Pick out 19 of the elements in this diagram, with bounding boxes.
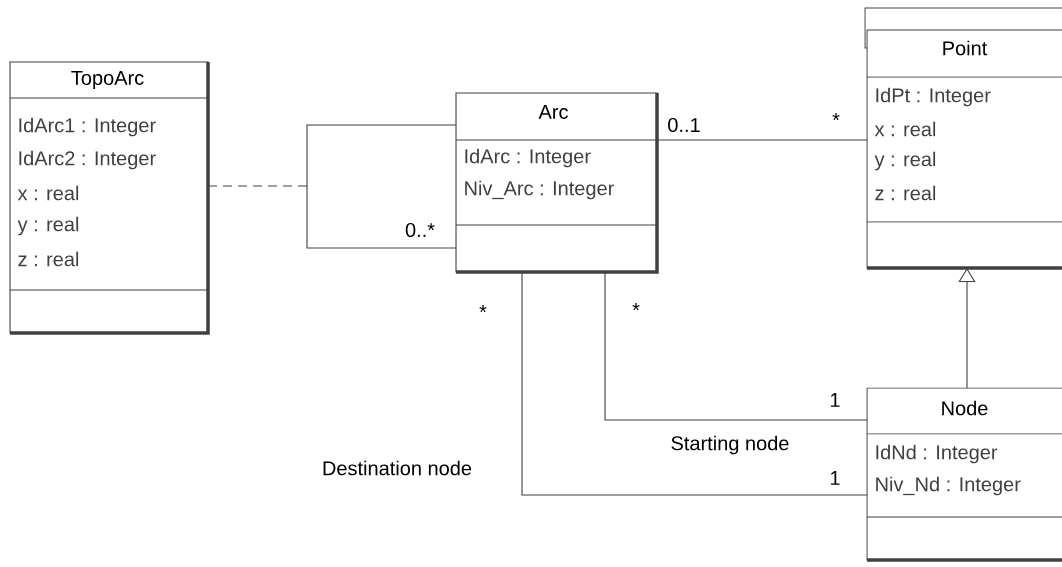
dashed-line [207, 185, 308, 187]
association-line [306, 124, 457, 249]
generalization-arrow [958, 268, 976, 389]
class-box: TopoArc IdArc1 : Integer IdArc2 : Integer x : real y : real z : real [9, 61, 210, 335]
association-line [521, 271, 868, 496]
role-label: Starting node [669, 434, 791, 456]
multiplicity-label: 1 [830, 393, 840, 407]
multiplicity-label: * [832, 113, 840, 121]
multiplicity-label: * [479, 305, 487, 313]
class-box: Point IdPt : Integer x : real y : real z : real [866, 29, 1062, 270]
class-box: Arc IdArc : Integer Niv_Arc : Integer [455, 92, 659, 274]
class-box: Node IdNd : Integer Niv_Nd : Integer [866, 387, 1062, 562]
multiplicity-label: 1 [830, 471, 840, 485]
multiplicity-label: 0..* [405, 222, 435, 238]
multiplicity-label: * [632, 303, 640, 311]
association-line [656, 139, 868, 141]
multiplicity-label: 0..1 [668, 117, 700, 133]
association-line [604, 271, 868, 421]
role-label: Destination node [320, 459, 474, 477]
